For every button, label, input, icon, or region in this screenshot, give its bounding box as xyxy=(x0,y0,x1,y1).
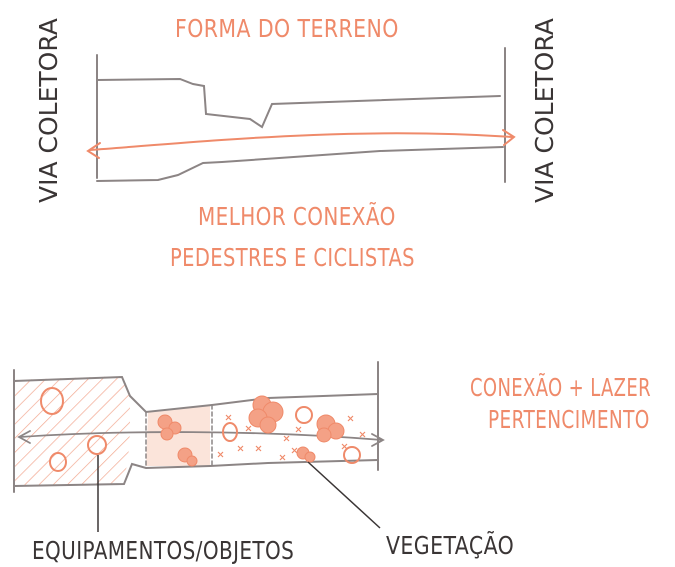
connection-arrow xyxy=(86,129,516,159)
ground-cover-marks xyxy=(217,414,366,461)
equipment-objects xyxy=(40,387,361,472)
vegetation-blobs xyxy=(157,395,345,467)
connection-caption-line1: MELHOR CONEXÃO xyxy=(198,202,396,231)
left-road-label: VIA COLETORA xyxy=(34,18,63,203)
vegetation-label: VEGETAÇÃO xyxy=(386,531,515,560)
terrain-title: FORMA DO TERRENO xyxy=(175,14,399,43)
equipment-zone xyxy=(14,376,130,485)
equipment-label: EQUIPAMENTOS/OBJETOS xyxy=(32,536,295,565)
concept-line2: PERTENCIMENTO xyxy=(488,405,650,434)
site-plan xyxy=(13,361,385,532)
connection-caption-line2: PEDESTRES E CICLISTAS xyxy=(170,243,415,272)
leader-lines xyxy=(97,455,381,532)
concept-line1: CONEXÃO + LAZER xyxy=(470,373,651,402)
terrain-shape xyxy=(96,47,506,183)
right-road-label: VIA COLETORA xyxy=(530,18,559,203)
